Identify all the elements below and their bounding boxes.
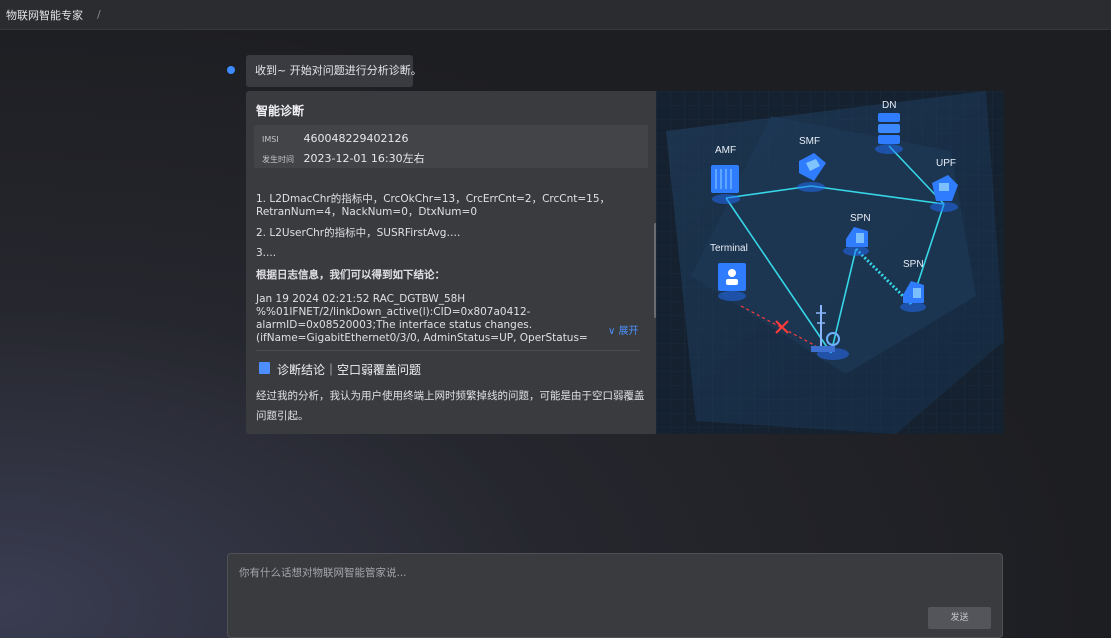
top-bar: 物联网智能专家 / xyxy=(0,0,1111,30)
spn-node-icon[interactable] xyxy=(843,227,869,256)
conclusion-title: 诊断结论｜空口弱覆盖问题 xyxy=(277,363,422,377)
fault-link xyxy=(740,305,817,347)
diagnosis-item-2: 2. L2UserChr的指标中，SUSRFirstAvg…. xyxy=(256,227,461,239)
diagnosis-info-box: IMSI 460048229402126 发生时间 2023-12-01 16:… xyxy=(254,125,648,168)
spn-label-2: SPN xyxy=(903,259,924,270)
terminal-label: Terminal xyxy=(710,243,748,254)
topology-diagram: DN SMF AMF xyxy=(656,91,1004,434)
dn-label: DN xyxy=(882,100,896,111)
amf-label: AMF xyxy=(715,145,736,156)
log-text: Jan 19 2024 02:21:52 RAC_DGTBW_58H %%01I… xyxy=(256,293,588,344)
send-button[interactable]: 发送 xyxy=(928,607,991,629)
chat-input-box: 发送 xyxy=(227,553,1003,638)
info-key: IMSI xyxy=(262,135,279,144)
diagnosis-item-1: 1. L2DmacChr的指标中，CrcOkChr=13，CrcErrCnt=2… xyxy=(256,193,611,218)
info-key: 发生时间 xyxy=(262,155,294,164)
fault-cross-icon xyxy=(775,320,789,334)
breadcrumb-separator: / xyxy=(97,8,101,21)
upf-label: UPF xyxy=(936,158,956,169)
edit-note-icon xyxy=(259,362,270,374)
network-topology: DN SMF AMF xyxy=(656,91,1004,434)
dn-node-icon[interactable] xyxy=(875,113,903,154)
spn-label-1: SPN xyxy=(850,213,871,224)
info-value: 2023-12-01 16:30左右 xyxy=(303,152,425,165)
divider xyxy=(256,350,640,351)
smf-label: SMF xyxy=(799,136,820,147)
assistant-message: 收到~ 开始对问题进行分析诊断。 xyxy=(246,55,422,87)
info-value: 460048229402126 xyxy=(303,132,409,145)
base-station-icon[interactable] xyxy=(811,305,849,360)
upf-node-icon[interactable] xyxy=(930,175,958,212)
log-heading: 根据日志信息，我们可以得到如下结论： xyxy=(256,269,445,281)
info-row-imsi: IMSI 460048229402126 xyxy=(262,132,408,145)
scrollbar-thumb[interactable] xyxy=(654,223,657,318)
smf-node-icon[interactable] xyxy=(797,153,826,192)
info-row-time: 发生时间 2023-12-01 16:30左右 xyxy=(262,150,425,166)
terminal-node-icon[interactable] xyxy=(718,263,746,301)
conclusion-body: 经过我的分析，我认为用户使用终端上网时频繁掉线的问题，可能是由于空口弱覆盖问题引… xyxy=(256,390,645,422)
diagnosis-card: 智能诊断 IMSI 460048229402126 发生时间 2023-12-0… xyxy=(246,91,1004,434)
app-title[interactable]: 物联网智能专家 xyxy=(6,8,83,22)
expand-link[interactable]: ∨ 展开 xyxy=(608,326,639,337)
chat-input[interactable] xyxy=(239,564,839,582)
diagnosis-panel: 智能诊断 IMSI 460048229402126 发生时间 2023-12-0… xyxy=(246,91,657,434)
diagnosis-title: 智能诊断 xyxy=(256,104,305,118)
spn-node-icon[interactable] xyxy=(900,281,926,312)
diagnosis-item-3: 3.... xyxy=(256,247,277,259)
assistant-status-dot xyxy=(227,66,235,74)
amf-node-icon[interactable] xyxy=(711,165,740,204)
